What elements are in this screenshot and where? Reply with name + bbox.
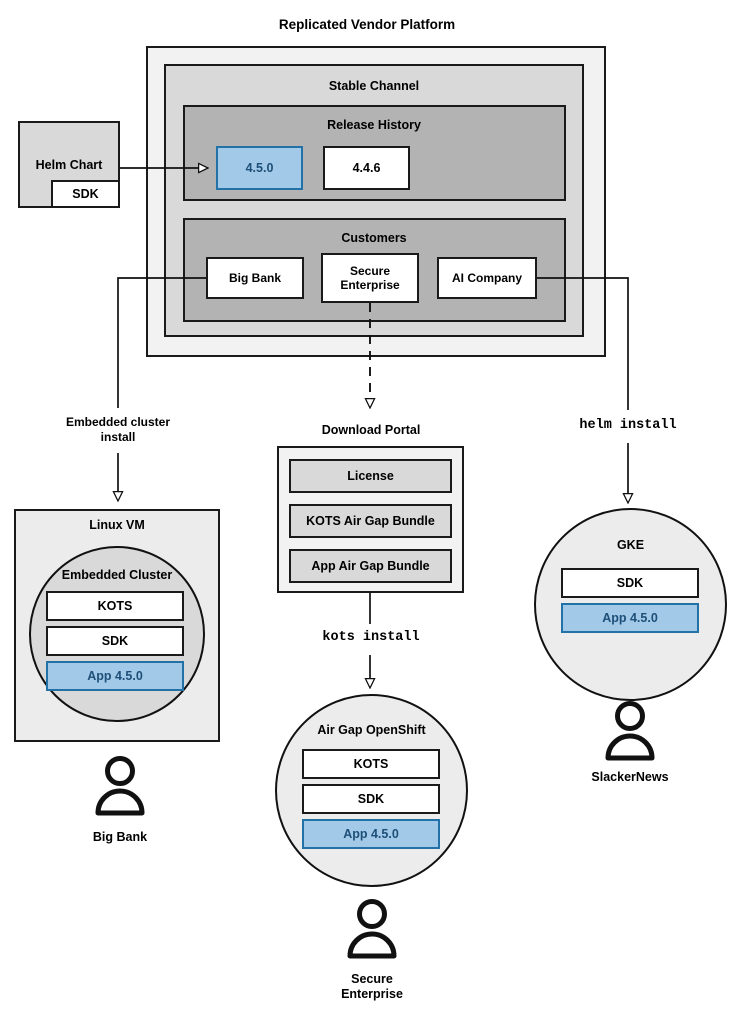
user-label-big-bank: Big Bank — [92, 830, 148, 844]
component-label: SDK — [616, 575, 644, 590]
helm-chart-label: Helm Chart — [35, 158, 103, 172]
person-icon — [95, 756, 145, 816]
component-label: KOTS — [353, 756, 389, 771]
release-card-4-4-6[interactable]: 4.4.6 — [323, 146, 410, 190]
diagram-title: Replicated Vendor Platform — [278, 17, 456, 32]
component-label: KOTS — [97, 598, 133, 613]
release-version-label: 4.5.0 — [245, 160, 274, 175]
artifact-label: License — [347, 468, 394, 483]
user-label-secure-enterprise: Secure Enterprise — [341, 972, 403, 1002]
person-icon — [605, 701, 655, 761]
stable-channel-label: Stable Channel — [328, 79, 420, 93]
component-app-version[interactable]: App 4.5.0 — [561, 603, 699, 633]
component-sdk[interactable]: SDK — [46, 626, 184, 656]
component-app-version[interactable]: App 4.5.0 — [302, 819, 440, 849]
download-artifact-app-air-gap-bundle[interactable]: App Air Gap Bundle — [289, 549, 452, 583]
user-icon-slackernews — [602, 700, 658, 767]
download-artifact-license[interactable]: License — [289, 459, 452, 493]
customer-card-ai-company[interactable]: AI Company — [437, 257, 537, 299]
person-icon — [347, 899, 397, 959]
release-history-label: Release History — [327, 118, 421, 132]
air-gap-openshift-label: Air Gap OpenShift — [317, 723, 426, 737]
connector-label-kots-install: kots install — [322, 630, 420, 645]
download-portal-title: Download Portal — [321, 423, 421, 437]
customer-name-label: Secure Enterprise — [340, 263, 400, 292]
connector-label-embedded-cluster-install: Embedded cluster install — [65, 415, 171, 444]
customer-card-big-bank[interactable]: Big Bank — [206, 257, 304, 299]
component-sdk[interactable]: SDK — [561, 568, 699, 598]
embedded-cluster-label: Embedded Cluster — [61, 568, 173, 582]
component-label: App 4.5.0 — [87, 668, 143, 683]
component-app-version[interactable]: App 4.5.0 — [46, 661, 184, 691]
linux-vm-label: Linux VM — [89, 518, 145, 532]
user-icon-secure-enterprise — [344, 898, 400, 965]
component-label: App 4.5.0 — [602, 610, 658, 625]
component-label: App 4.5.0 — [343, 826, 399, 841]
customer-card-secure-enterprise[interactable]: Secure Enterprise — [321, 253, 419, 303]
release-version-label: 4.4.6 — [352, 160, 381, 175]
connector-label-helm-install: helm install — [579, 418, 677, 433]
component-kots[interactable]: KOTS — [302, 749, 440, 779]
component-label: SDK — [101, 633, 129, 648]
component-kots[interactable]: KOTS — [46, 591, 184, 621]
user-label-slackernews: SlackerNews — [591, 770, 669, 784]
user-icon-big-bank — [92, 755, 148, 822]
gke-label: GKE — [616, 538, 645, 552]
component-sdk[interactable]: SDK — [302, 784, 440, 814]
release-card-4-5-0[interactable]: 4.5.0 — [216, 146, 303, 190]
artifact-label: App Air Gap Bundle — [311, 558, 430, 573]
customers-label: Customers — [341, 231, 407, 245]
customer-name-label: AI Company — [451, 270, 522, 285]
sdk-label: SDK — [72, 186, 99, 201]
helm-chart-sdk-box[interactable]: SDK — [51, 180, 120, 208]
customer-name-label: Big Bank — [228, 270, 281, 285]
download-artifact-kots-air-gap-bundle[interactable]: KOTS Air Gap Bundle — [289, 504, 452, 538]
artifact-label: KOTS Air Gap Bundle — [306, 513, 435, 528]
component-label: SDK — [357, 791, 385, 806]
